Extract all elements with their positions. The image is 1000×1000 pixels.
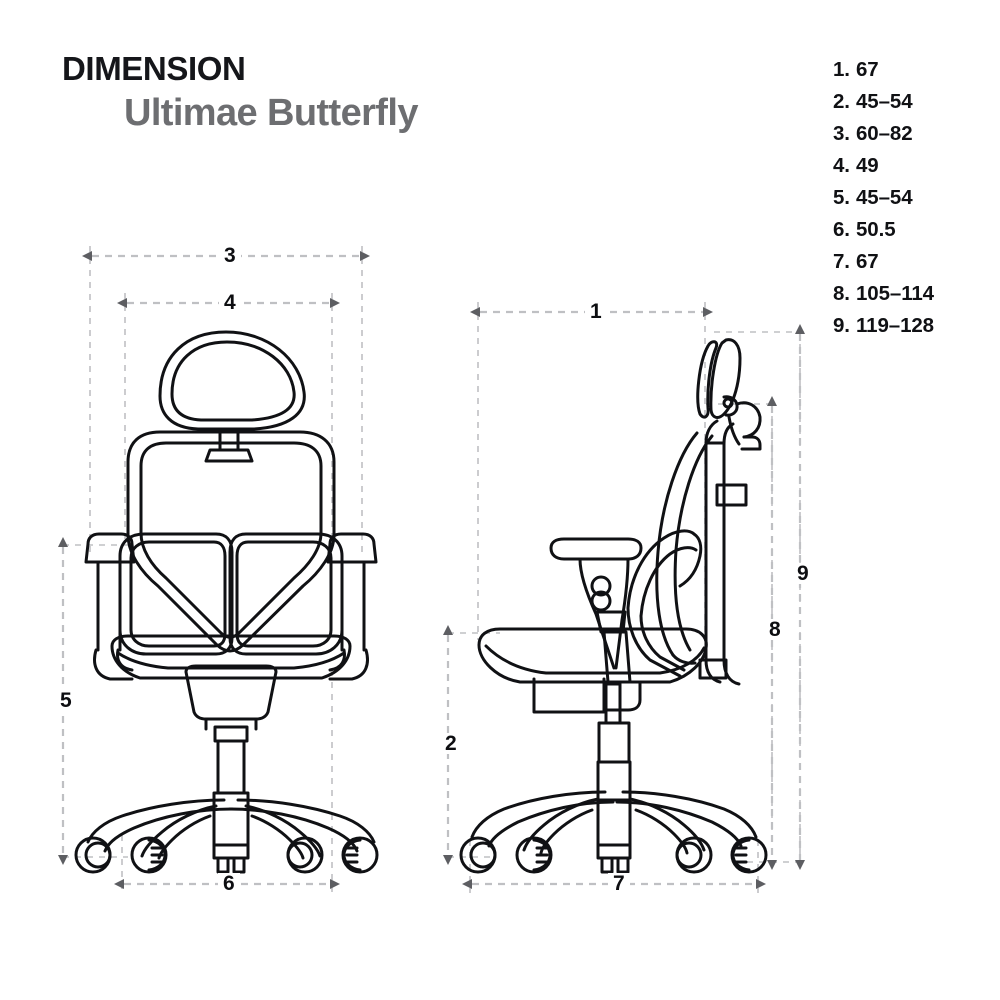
- side-base-star: [470, 790, 758, 855]
- front-base-star: [86, 798, 376, 860]
- front-backrest: [126, 430, 336, 653]
- legend-value: 67: [856, 58, 879, 81]
- front-view-office-chair: [74, 330, 379, 874]
- legend-item: 7.67: [833, 250, 998, 284]
- title-block: DIMENSION Ultimae Butterfly: [62, 52, 622, 132]
- legend-item: 6. 50.5: [833, 218, 998, 252]
- dim-label-3: 3: [219, 245, 241, 266]
- side-lumbar-support: [626, 529, 703, 678]
- legend-index: 7.: [833, 250, 850, 273]
- legend-item: 5. 45–54: [833, 186, 998, 220]
- side-casters: [459, 836, 768, 874]
- legend-value: 60–82: [856, 122, 913, 145]
- dim-label-7: 7: [608, 873, 630, 894]
- dimension-lines: [58, 251, 805, 889]
- front-casters: [74, 836, 379, 874]
- page-title: DIMENSION: [62, 50, 246, 87]
- dim-label-1: 1: [585, 301, 607, 322]
- legend-value: 50.5: [856, 218, 896, 241]
- legend-item: 1.67: [833, 58, 998, 92]
- front-lumbar-panels: [118, 532, 344, 656]
- dimension-legend: 1.67 2.45–54 3.60–82 4.49 5.45–54 6.50.5…: [833, 58, 998, 348]
- dim-label-5: 5: [55, 690, 77, 711]
- front-seat-mechanism: [184, 664, 278, 731]
- legend-index: 6.: [833, 218, 850, 241]
- legend-index: 3.: [833, 122, 850, 145]
- legend-value: 49: [856, 154, 879, 177]
- dim-label-6: 6: [218, 873, 240, 894]
- legend-index: 2.: [833, 90, 850, 113]
- dim-label-8: 8: [764, 619, 786, 640]
- legend-value: 45–54: [856, 90, 913, 113]
- front-seat: [110, 634, 352, 680]
- front-armrests: [84, 532, 378, 681]
- legend-index: 8.: [833, 282, 850, 305]
- side-headrest: [696, 338, 762, 451]
- front-gas-cylinder: [212, 725, 250, 847]
- legend-value: 67: [856, 250, 879, 273]
- side-backrest-frame: [698, 419, 748, 686]
- legend-item: 3. 60–82: [833, 122, 998, 156]
- side-seat-mechanism: [532, 677, 642, 714]
- dim-label-4: 4: [219, 292, 241, 313]
- side-armrest: [549, 537, 643, 670]
- legend-item: 9. 119–128: [833, 314, 998, 348]
- legend-index: 1.: [833, 58, 850, 81]
- legend-value: 119–128: [856, 314, 934, 337]
- legend-item: 4.49: [833, 154, 998, 188]
- legend-item: 2. 45–54: [833, 90, 998, 124]
- dim-label-2: 2: [440, 733, 462, 754]
- dim-label-9: 9: [792, 563, 814, 584]
- legend-item: 8. 105–114: [833, 282, 998, 316]
- product-name: Ultimae Butterfly: [124, 92, 418, 134]
- legend-index: 9.: [833, 314, 850, 337]
- legend-index: 5.: [833, 186, 850, 209]
- legend-value: 105–114: [856, 282, 934, 305]
- legend-value: 45–54: [856, 186, 913, 209]
- legend-index: 4.: [833, 154, 850, 177]
- side-view-office-chair: [459, 338, 768, 874]
